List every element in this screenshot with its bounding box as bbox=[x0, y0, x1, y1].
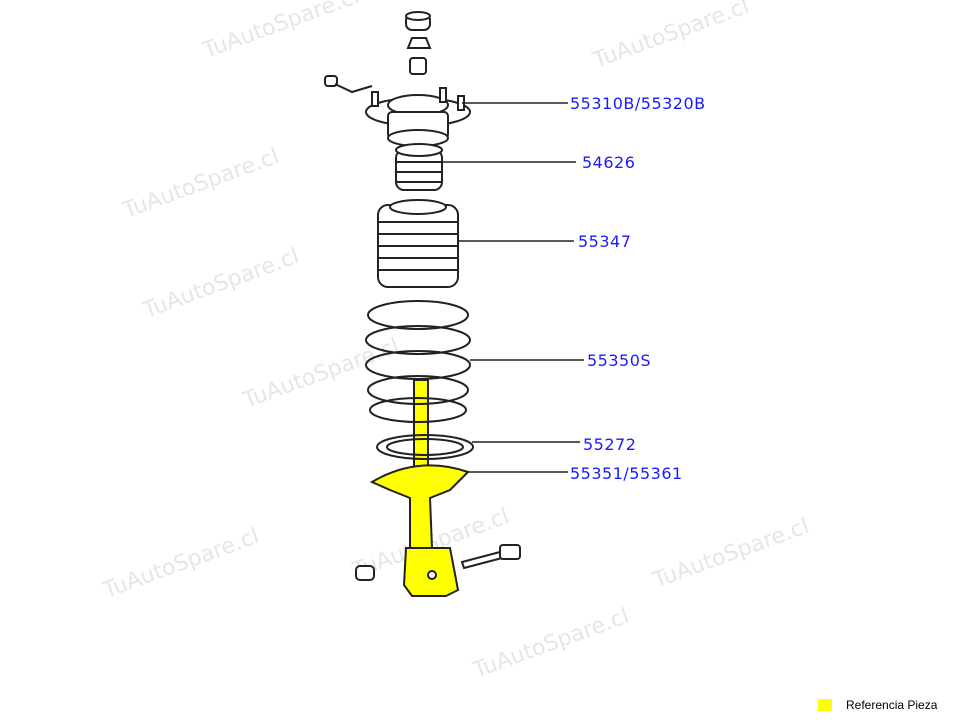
part-label-mount[interactable]: 55310B/55320B bbox=[570, 94, 706, 113]
part-label-strut[interactable]: 55351/55361 bbox=[570, 464, 683, 483]
legend-swatch bbox=[818, 699, 832, 711]
part-label-coil-spring[interactable]: 55350S bbox=[587, 351, 652, 370]
part-label-dust-boot[interactable]: 55347 bbox=[578, 232, 632, 251]
dust-boot bbox=[377, 199, 459, 288]
strut-bolt bbox=[460, 544, 521, 570]
part-label-spring-seat[interactable]: 55272 bbox=[583, 435, 637, 454]
strut-shock-absorber bbox=[369, 379, 470, 597]
part-label-bump-stop[interactable]: 54626 bbox=[582, 153, 636, 172]
strut-mount bbox=[365, 87, 471, 147]
top-nut-cap bbox=[405, 11, 431, 31]
legend: Referencia Pieza bbox=[818, 698, 937, 712]
coil-spring bbox=[365, 300, 471, 423]
nut bbox=[355, 565, 375, 581]
washer bbox=[406, 37, 432, 49]
small-bracket bbox=[324, 75, 373, 94]
spring-seat bbox=[376, 434, 474, 460]
legend-label: Referencia Pieza bbox=[846, 698, 938, 712]
bump-stop bbox=[395, 143, 443, 191]
bushing bbox=[409, 57, 427, 75]
